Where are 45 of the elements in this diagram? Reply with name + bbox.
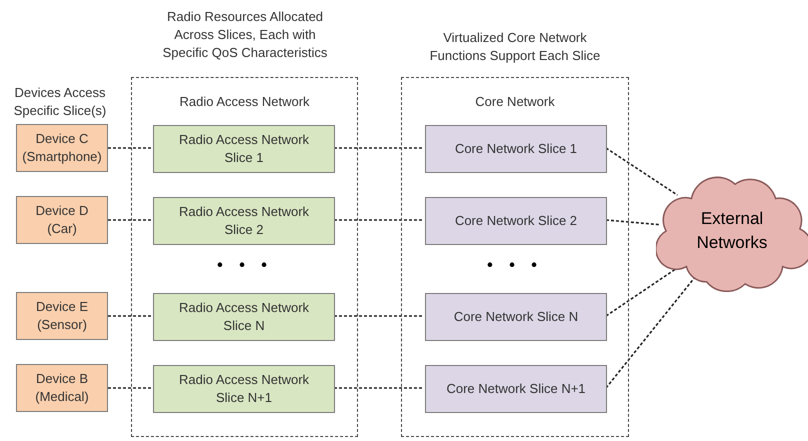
dotted-connector (334, 219, 424, 221)
ellipsis-mark: • • • (216, 256, 274, 276)
section-caption: Radio Resources Allocated Across Slices, Each with Specific QoS Characteristics (162, 8, 328, 62)
slice-box (425, 293, 607, 341)
dashed-group-box (131, 77, 358, 437)
dotted-connector (334, 387, 424, 389)
slice-box (153, 125, 335, 173)
dotted-connector (334, 147, 424, 149)
device-box (16, 196, 108, 244)
dotted-connector (606, 147, 678, 196)
dotted-connector (334, 315, 424, 317)
dotted-connector (605, 277, 695, 388)
slice-box (153, 197, 335, 245)
dotted-connector (108, 219, 152, 221)
box-label: Device C (Smartphone) (21, 130, 103, 166)
cloud-label: External Networks (696, 208, 768, 254)
box-label: Radio Access Network Slice N (178, 298, 310, 335)
box-label: Device D (Car) (34, 202, 90, 238)
section-caption: Virtualized Core Network Functions Support Each Slice (428, 29, 602, 66)
box-label: Core Network Slice 2 (454, 212, 578, 230)
slice-box (153, 293, 335, 341)
slice-box (425, 365, 607, 413)
column-heading: Devices Access Specific Slice(s) (12, 84, 108, 120)
box-label: Device E (Sensor) (34, 298, 90, 334)
slice-box (425, 125, 607, 173)
slice-box (153, 365, 335, 413)
device-box (16, 364, 108, 412)
group-heading: Radio Access Network (178, 93, 311, 111)
dashed-group-box (401, 77, 629, 437)
box-label: Core Network Slice 1 (454, 140, 578, 158)
slice-box (425, 197, 607, 245)
ellipsis-mark: • • • (486, 256, 544, 276)
device-box (16, 124, 108, 172)
box-label: Core Network Slice N+1 (445, 380, 587, 398)
box-label: Radio Access Network Slice 1 (178, 130, 310, 167)
device-box (16, 292, 108, 340)
box-label: Radio Access Network Slice N+1 (178, 370, 310, 407)
dotted-connector (108, 387, 152, 389)
box-label: Device B (Medical) (34, 370, 90, 406)
dotted-connector (108, 315, 152, 317)
dotted-connector (606, 219, 661, 226)
dotted-connector (108, 147, 152, 149)
group-heading: Core Network (474, 93, 556, 111)
box-label: Radio Access Network Slice 2 (178, 202, 310, 239)
box-label: Core Network Slice N (452, 308, 580, 326)
